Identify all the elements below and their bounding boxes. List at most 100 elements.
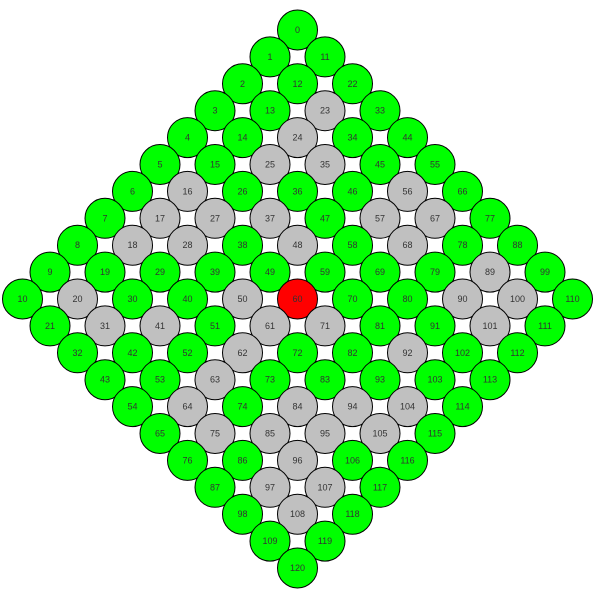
open-cell[interactable] — [112, 332, 153, 374]
hex-cell-45[interactable]: 45 — [359, 144, 401, 185]
hex-cell-80[interactable]: 80 — [387, 278, 428, 320]
hex-cell-55[interactable]: 55 — [414, 144, 456, 185]
hex-cell-2[interactable]: 2 — [222, 63, 263, 105]
open-cell[interactable] — [359, 359, 401, 401]
hex-cell-86[interactable]: 86 — [222, 439, 263, 481]
hex-cell-103[interactable]: 103 — [414, 359, 456, 401]
open-cell[interactable] — [277, 547, 318, 589]
open-cell[interactable] — [249, 36, 291, 78]
open-cell[interactable] — [222, 493, 263, 535]
open-cell[interactable] — [222, 117, 263, 159]
hex-cell-19[interactable]: 19 — [84, 251, 126, 293]
hex-cell-87[interactable]: 87 — [194, 466, 236, 508]
open-cell[interactable] — [332, 332, 373, 374]
open-cell[interactable] — [194, 466, 236, 508]
open-cell[interactable] — [332, 439, 373, 481]
open-cell[interactable] — [57, 224, 98, 266]
hex-cell-3[interactable]: 3 — [194, 90, 236, 132]
open-cell[interactable] — [497, 332, 538, 374]
hex-cell-9[interactable]: 9 — [29, 251, 71, 293]
hex-cell-4[interactable]: 4 — [167, 117, 208, 159]
hex-cell-34[interactable]: 34 — [332, 117, 373, 159]
hex-cell-58[interactable]: 58 — [332, 224, 373, 266]
hex-cell-52[interactable]: 52 — [167, 332, 208, 374]
hex-cell-33[interactable]: 33 — [359, 90, 401, 132]
open-cell[interactable] — [469, 359, 511, 401]
hex-cell-99[interactable]: 99 — [524, 251, 566, 293]
open-cell[interactable] — [277, 63, 318, 105]
hex-cell-91[interactable]: 91 — [414, 305, 456, 347]
open-cell[interactable] — [194, 251, 236, 293]
open-cell[interactable] — [222, 386, 263, 428]
hex-cell-115[interactable]: 115 — [414, 413, 456, 454]
hex-cell-83[interactable]: 83 — [304, 359, 346, 401]
open-cell[interactable] — [304, 359, 346, 401]
open-cell[interactable] — [2, 278, 43, 320]
open-cell[interactable] — [277, 170, 318, 212]
open-cell[interactable] — [29, 305, 71, 347]
hex-cell-77[interactable]: 77 — [469, 197, 511, 239]
open-cell[interactable] — [222, 63, 263, 105]
hex-cell-36[interactable]: 36 — [277, 170, 318, 212]
hex-cell-93[interactable]: 93 — [359, 359, 401, 401]
open-cell[interactable] — [304, 520, 346, 562]
hex-cell-73[interactable]: 73 — [249, 359, 291, 401]
hex-cell-120[interactable]: 120 — [277, 547, 318, 589]
open-cell[interactable] — [222, 224, 263, 266]
hex-cell-14[interactable]: 14 — [222, 117, 263, 159]
open-cell[interactable] — [552, 278, 593, 320]
hex-cell-11[interactable]: 11 — [304, 36, 346, 78]
hex-cell-38[interactable]: 38 — [222, 224, 263, 266]
open-cell[interactable] — [414, 413, 456, 454]
open-cell[interactable] — [249, 359, 291, 401]
hex-cell-114[interactable]: 114 — [442, 386, 483, 428]
hex-cell-112[interactable]: 112 — [497, 332, 538, 374]
hex-cell-42[interactable]: 42 — [112, 332, 153, 374]
open-cell[interactable] — [222, 439, 263, 481]
hex-cell-76[interactable]: 76 — [167, 439, 208, 481]
open-cell[interactable] — [359, 466, 401, 508]
hex-cell-6[interactable]: 6 — [112, 170, 153, 212]
open-cell[interactable] — [332, 63, 373, 105]
hex-cell-32[interactable]: 32 — [57, 332, 98, 374]
open-cell[interactable] — [414, 144, 456, 185]
hex-cell-39[interactable]: 39 — [194, 251, 236, 293]
hex-cell-13[interactable]: 13 — [249, 90, 291, 132]
hex-cell-22[interactable]: 22 — [332, 63, 373, 105]
hex-cell-74[interactable]: 74 — [222, 386, 263, 428]
open-cell[interactable] — [497, 224, 538, 266]
hex-cell-118[interactable]: 118 — [332, 493, 373, 535]
open-cell[interactable] — [194, 144, 236, 185]
open-cell[interactable] — [139, 359, 181, 401]
hex-cell-113[interactable]: 113 — [469, 359, 511, 401]
hex-cell-15[interactable]: 15 — [194, 144, 236, 185]
open-cell[interactable] — [469, 197, 511, 239]
hex-cell-46[interactable]: 46 — [332, 170, 373, 212]
open-cell[interactable] — [139, 144, 181, 185]
hex-cell-12[interactable]: 12 — [277, 63, 318, 105]
open-cell[interactable] — [332, 170, 373, 212]
open-cell[interactable] — [167, 117, 208, 159]
open-cell[interactable] — [442, 224, 483, 266]
open-cell[interactable] — [332, 224, 373, 266]
hex-cell-69[interactable]: 69 — [359, 251, 401, 293]
hex-cell-82[interactable]: 82 — [332, 332, 373, 374]
open-cell[interactable] — [139, 251, 181, 293]
hex-cell-66[interactable]: 66 — [442, 170, 483, 212]
open-cell[interactable] — [249, 90, 291, 132]
open-cell[interactable] — [194, 90, 236, 132]
open-cell[interactable] — [442, 170, 483, 212]
hex-cell-5[interactable]: 5 — [139, 144, 181, 185]
open-cell[interactable] — [222, 170, 263, 212]
open-cell[interactable] — [359, 251, 401, 293]
open-cell[interactable] — [84, 251, 126, 293]
hex-cell-102[interactable]: 102 — [442, 332, 483, 374]
open-cell[interactable] — [414, 359, 456, 401]
hex-cell-53[interactable]: 53 — [139, 359, 181, 401]
open-cell[interactable] — [167, 332, 208, 374]
open-cell[interactable] — [167, 278, 208, 320]
open-cell[interactable] — [442, 332, 483, 374]
open-cell[interactable] — [332, 493, 373, 535]
open-cell[interactable] — [112, 386, 153, 428]
hex-cell-59[interactable]: 59 — [304, 251, 346, 293]
